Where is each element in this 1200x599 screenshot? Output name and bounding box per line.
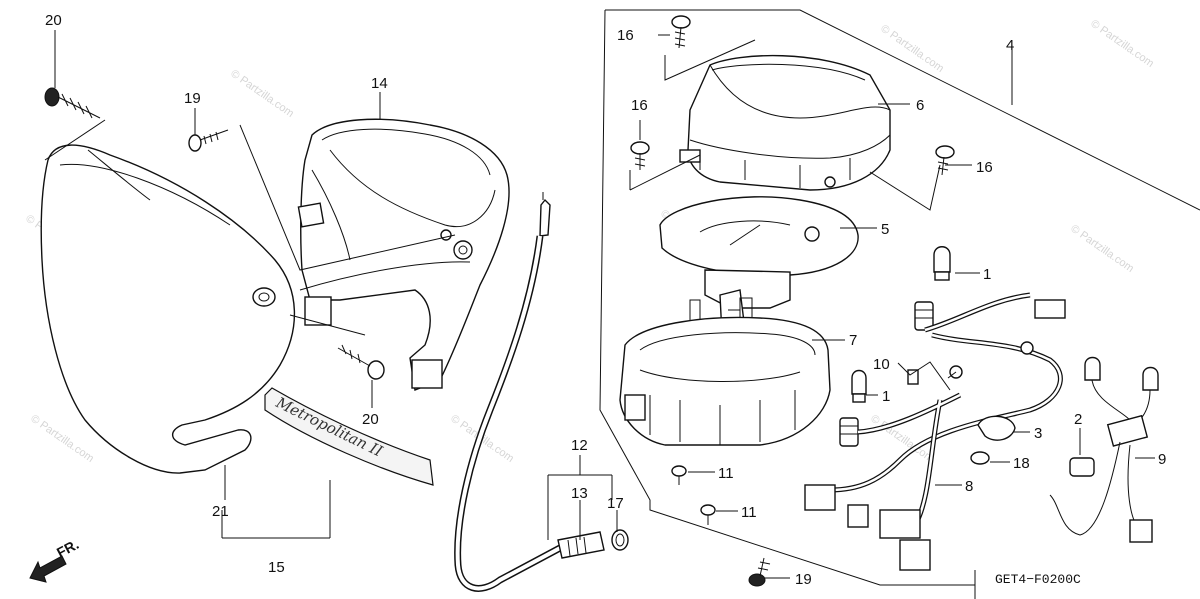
callout-1: 1 xyxy=(882,388,890,405)
front-direction-indicator: FR. xyxy=(29,536,81,583)
callout-16: 16 xyxy=(976,159,993,176)
watermark: © Partzilla.com xyxy=(228,68,296,120)
callout-12: 12 xyxy=(571,437,588,454)
indicator-harness-part xyxy=(1049,356,1159,543)
screw-part-16 xyxy=(630,141,650,170)
front-cover-part xyxy=(40,144,296,474)
callout-13: 13 xyxy=(571,485,588,502)
callout-11: 11 xyxy=(718,465,734,482)
callout-18: 18 xyxy=(1013,455,1030,472)
callout-9: 9 xyxy=(1158,451,1166,468)
bulb-part xyxy=(933,246,951,281)
screw-part-20 xyxy=(44,87,101,119)
callout-16: 16 xyxy=(617,27,634,44)
meter-case-part xyxy=(619,297,831,446)
callout-15: 15 xyxy=(268,559,285,576)
callout-5: 5 xyxy=(881,221,889,238)
callout-labels: 20 19 14 20 21 15 12 13 17 16 16 16 4 6 … xyxy=(45,12,1166,588)
headlight-case-part xyxy=(297,118,510,391)
wire-harness-part xyxy=(804,292,1066,571)
watermark: © Partzilla.com xyxy=(878,23,946,75)
screw-part-10 xyxy=(907,369,919,385)
callout-20: 20 xyxy=(362,411,379,428)
callout-4: 4 xyxy=(1006,37,1014,54)
callout-8: 8 xyxy=(965,478,973,495)
drawing-code: GET4−F0200C xyxy=(995,572,1081,587)
callout-19: 19 xyxy=(795,571,812,588)
speedometer-cable-part xyxy=(454,192,629,592)
callout-1: 1 xyxy=(983,266,991,283)
callout-11: 11 xyxy=(741,504,757,521)
callout-16: 16 xyxy=(631,97,648,114)
callout-10: 10 xyxy=(873,356,890,373)
screw-part-19 xyxy=(188,129,229,152)
meter-panel-part xyxy=(659,196,859,336)
meter-cover-part xyxy=(679,54,891,191)
callout-19: 19 xyxy=(184,90,201,107)
bulb-socket-part xyxy=(839,417,859,447)
callout-21: 21 xyxy=(212,503,229,520)
front-direction-label: FR. xyxy=(54,536,81,561)
bulb-part xyxy=(851,369,867,403)
screw-part-20 xyxy=(337,344,385,380)
screw-part-11 xyxy=(671,465,687,485)
callout-2: 2 xyxy=(1074,411,1082,428)
callout-20: 20 xyxy=(45,12,62,29)
meter-group-outline xyxy=(599,9,1200,586)
leader-lines xyxy=(44,30,1155,579)
drawing-code-box: GET4−F0200C xyxy=(974,570,1081,599)
watermark: © Partzilla.com xyxy=(1088,18,1156,70)
callout-17: 17 xyxy=(607,495,624,512)
callout-7: 7 xyxy=(849,332,857,349)
watermark: © Partzilla.com xyxy=(1068,223,1136,275)
bulb-socket-part xyxy=(914,301,934,331)
clamp-part xyxy=(977,415,1016,441)
grommet-part xyxy=(970,451,990,465)
screw-part-16 xyxy=(671,15,691,49)
screw-part-11 xyxy=(700,504,716,525)
callout-6: 6 xyxy=(916,97,924,114)
screw-part-19 xyxy=(748,557,771,587)
callout-14: 14 xyxy=(371,75,388,92)
emblem-part: Metropolitan II xyxy=(264,387,434,486)
callout-3: 3 xyxy=(1034,425,1042,442)
